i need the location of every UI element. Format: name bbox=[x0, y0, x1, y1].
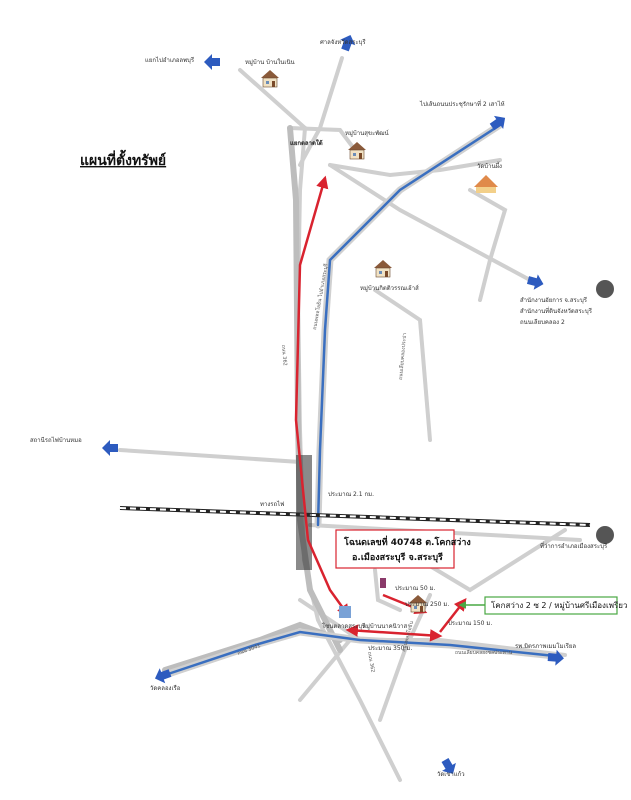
label-cheng: วัดคลองเรือ bbox=[150, 684, 181, 692]
main-grey-road bbox=[162, 125, 343, 673]
label-station: สถานีรถไฟบ้านหมอ bbox=[30, 436, 82, 444]
distance-label: ประมาณ 50 ม. bbox=[395, 585, 436, 592]
label-sukhapat: หมู่บ้านสุขะพัฒน์ bbox=[345, 129, 389, 137]
landmark-dot bbox=[596, 280, 614, 298]
label-market: โซนตลาดสระบุรี bbox=[322, 622, 366, 630]
property-box-line1: โฉนดเลขที่ 40748 ต.โคกสว่าง bbox=[343, 535, 471, 548]
label-office1: สำนักงานอัยการ จ.สระบุรี bbox=[520, 296, 588, 304]
house-icon bbox=[373, 259, 393, 278]
label-bannakorn: หมู่บ้านนาคนิวาส bbox=[362, 623, 408, 630]
label-court: ศาลจังหวัดสระบุรี bbox=[320, 38, 366, 46]
label-kittiwan: หมู่บ้านกิตติวรรณเฮ้าส์ bbox=[360, 284, 419, 292]
distance-label: ประมาณ 350 ม. bbox=[368, 645, 412, 652]
distance-label: ประมาณ 2.1 กม. bbox=[328, 491, 374, 498]
property-marker bbox=[380, 578, 386, 588]
road-label: ถนน 362 bbox=[366, 651, 376, 673]
label-depot: ไปเส้นถนนประชุรักษาที่ 2 เสาไห้ bbox=[419, 100, 505, 108]
landmark-dot bbox=[596, 526, 614, 544]
label-ban-noen: หมู่บ้าน บ้านในเนิน bbox=[245, 58, 295, 66]
building-icon bbox=[339, 606, 351, 618]
temple-icon bbox=[474, 175, 498, 193]
distance-label: ประมาณ 250 ม. bbox=[405, 601, 449, 608]
label-temple: วัดบ้านผึ้ง bbox=[477, 160, 502, 170]
property-box-line2: อ.เมืองสระบุรี จ.สระบุรี bbox=[352, 551, 443, 563]
label-office2: สำนักงานที่ดินจังหวัดสระบุรี bbox=[520, 307, 593, 315]
house-icon bbox=[260, 69, 280, 88]
green-box-label: โคกสว่าง 2 ซ 2 / หมู่บ้านศรีเมืองเพรียว bbox=[491, 600, 627, 611]
property-box bbox=[335, 529, 455, 569]
road-label: ถนนเลียบคลองชลประทาน bbox=[455, 649, 513, 656]
label-district: ที่ว่าการอำเภอเมืองสระบุรี bbox=[540, 542, 608, 550]
road-label: ถนน 362 bbox=[280, 345, 288, 366]
label-railway: ทางรถไฟ bbox=[260, 500, 284, 508]
label-bkk: รพ.มิตรภาพเมมโมเรียล bbox=[515, 642, 576, 650]
label-lopburi: แยกไปอำเภอลพบุรี bbox=[145, 56, 195, 64]
label-office3: ถนนเลียบคลอง 2 bbox=[520, 318, 565, 326]
road-label: ถนนเลียบคลองประปา bbox=[397, 332, 408, 380]
distance-label: ประมาณ 150 ม. bbox=[448, 620, 492, 627]
minor-roads bbox=[118, 56, 582, 782]
label-sri: วัดเขาแก้ว bbox=[437, 771, 465, 778]
map-title: แผนที่ตั้งทรัพย์ bbox=[80, 149, 166, 169]
blue-highways bbox=[161, 121, 559, 679]
label-intersection: แยกตลาดใต้ bbox=[290, 139, 323, 147]
